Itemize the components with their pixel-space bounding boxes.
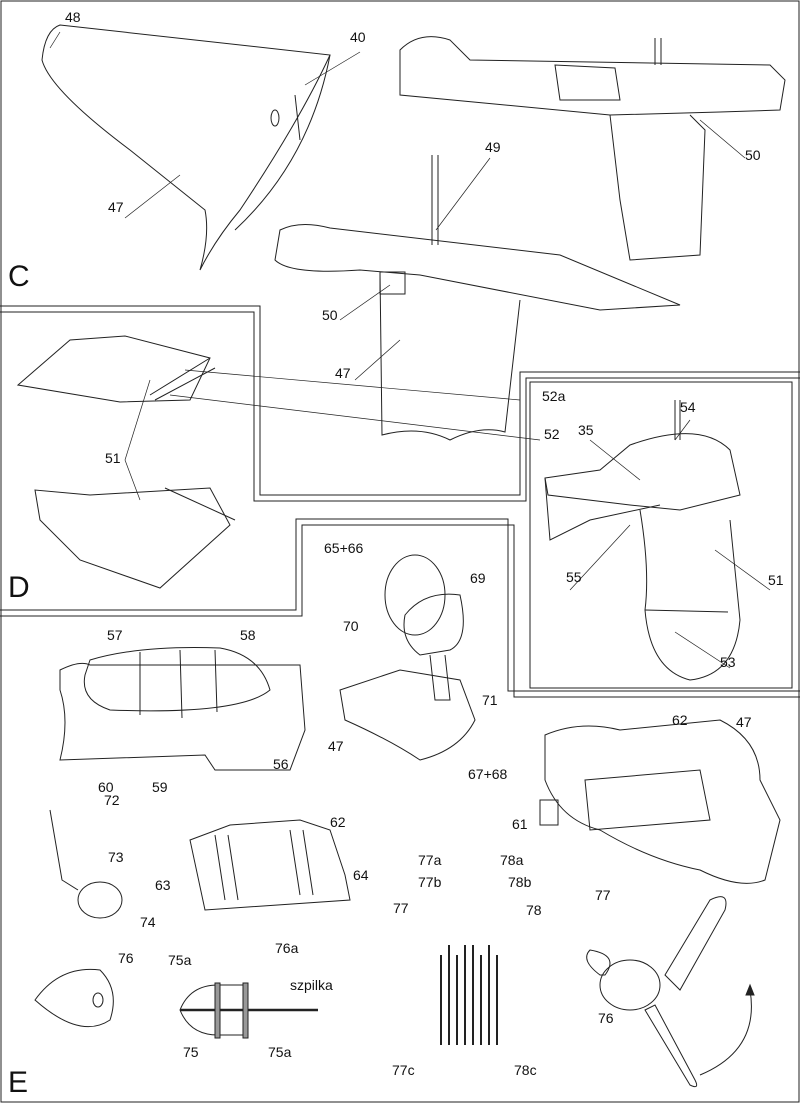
- part-label: 47: [328, 738, 344, 754]
- part-label: 64: [353, 867, 369, 883]
- part-label: 50: [322, 307, 338, 323]
- fuselage-part-50-bottom: [274, 155, 681, 441]
- canopy-assembly: [59, 647, 306, 771]
- wing-part-51: [16, 335, 236, 589]
- spinner-76: [34, 968, 318, 1039]
- part-label: 70: [343, 618, 359, 634]
- part-label: 75: [183, 1044, 199, 1060]
- part-label: 76: [118, 950, 134, 966]
- part-label: 62: [672, 712, 688, 728]
- part-label: 50: [745, 147, 761, 163]
- part-label: 77b: [418, 874, 442, 890]
- part-label: 77a: [418, 852, 442, 868]
- part-label: 69: [470, 570, 486, 586]
- part-label: 52: [544, 426, 560, 442]
- part-label: 56: [273, 756, 289, 772]
- part-label: 78c: [514, 1062, 537, 1078]
- part-label: 63: [155, 877, 171, 893]
- part-label: 59: [152, 779, 168, 795]
- seat-assembly: [339, 554, 476, 761]
- part-label: szpilka: [290, 977, 333, 993]
- part-label: 55: [566, 569, 582, 585]
- part-label: 53: [720, 654, 736, 670]
- paper-strips: [440, 945, 498, 1045]
- part-label: 49: [485, 139, 501, 155]
- part-label: 71: [482, 692, 498, 708]
- part-label: 48: [65, 9, 81, 25]
- belly-part-47: [539, 719, 781, 884]
- part-label: 74: [140, 914, 156, 930]
- leader-lines: [49, 31, 771, 669]
- part-label: 65+66: [324, 540, 364, 556]
- part-label: 47: [736, 714, 752, 730]
- part-label: 77c: [392, 1062, 415, 1078]
- part-label: 75a: [268, 1044, 292, 1060]
- part-label: 75a: [168, 952, 192, 968]
- part-label: 77: [393, 900, 409, 916]
- part-label: 35: [578, 422, 594, 438]
- part-label: 54: [680, 399, 696, 415]
- part-label: 40: [350, 29, 366, 45]
- tail-part-53: [544, 400, 741, 681]
- part-label: 57: [107, 627, 123, 643]
- part-label: 58: [240, 627, 256, 643]
- part-label: 67+68: [468, 766, 508, 782]
- part-label: 76: [598, 1010, 614, 1026]
- radiator-part-62: [189, 819, 351, 911]
- section-label-c: C: [8, 260, 30, 293]
- part-label: 72: [104, 792, 120, 808]
- wing-part-47: [41, 24, 331, 271]
- part-label: 62: [330, 814, 346, 830]
- part-label: 52a: [542, 388, 566, 404]
- part-label: 61: [512, 816, 528, 832]
- fuselage-part-50-top: [399, 36, 786, 261]
- control-stick: [49, 809, 123, 919]
- part-label: 47: [335, 365, 351, 381]
- part-label: 76a: [275, 940, 299, 956]
- part-label: 77: [595, 887, 611, 903]
- section-label-e: E: [8, 1066, 29, 1099]
- part-label: 78a: [500, 852, 524, 868]
- propeller-assembly: [586, 896, 755, 1088]
- part-label: 47: [108, 199, 124, 215]
- section-dividers: [0, 305, 800, 698]
- part-label: 60: [98, 779, 114, 795]
- section-label-d: D: [8, 571, 30, 604]
- part-label: 78b: [508, 874, 532, 890]
- part-label: 78: [526, 902, 542, 918]
- part-label: 51: [768, 572, 784, 588]
- part-label: 73: [108, 849, 124, 865]
- part-label: 51: [105, 450, 121, 466]
